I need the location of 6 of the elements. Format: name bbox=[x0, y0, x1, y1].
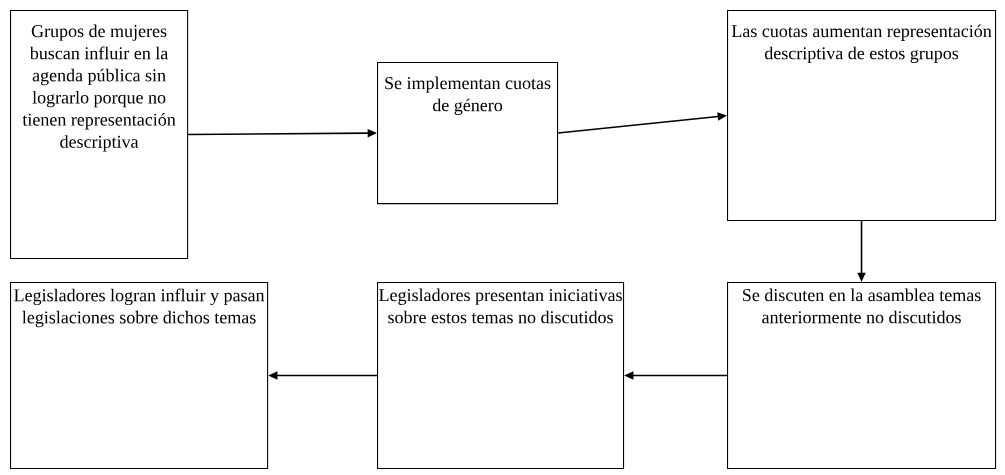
process-box: Grupos de mujeres buscan influir en la agenda pública sin lograrlo porque no tienen representación descriptiva bbox=[10, 10, 189, 260]
process-box: Se discuten en la asamblea temas anteriormente no discutidos bbox=[727, 282, 997, 470]
process-box: Legisladores logran influir y pasan legislaciones sobre dichos temas bbox=[10, 282, 269, 470]
process-box: Legisladores presentan iniciativas sobre estos temas no discutidos bbox=[377, 282, 625, 470]
process-box: Se implementan cuotas de género bbox=[377, 62, 559, 205]
process-box: Las cuotas aumentan representación descriptiva de estos grupos bbox=[727, 10, 997, 222]
